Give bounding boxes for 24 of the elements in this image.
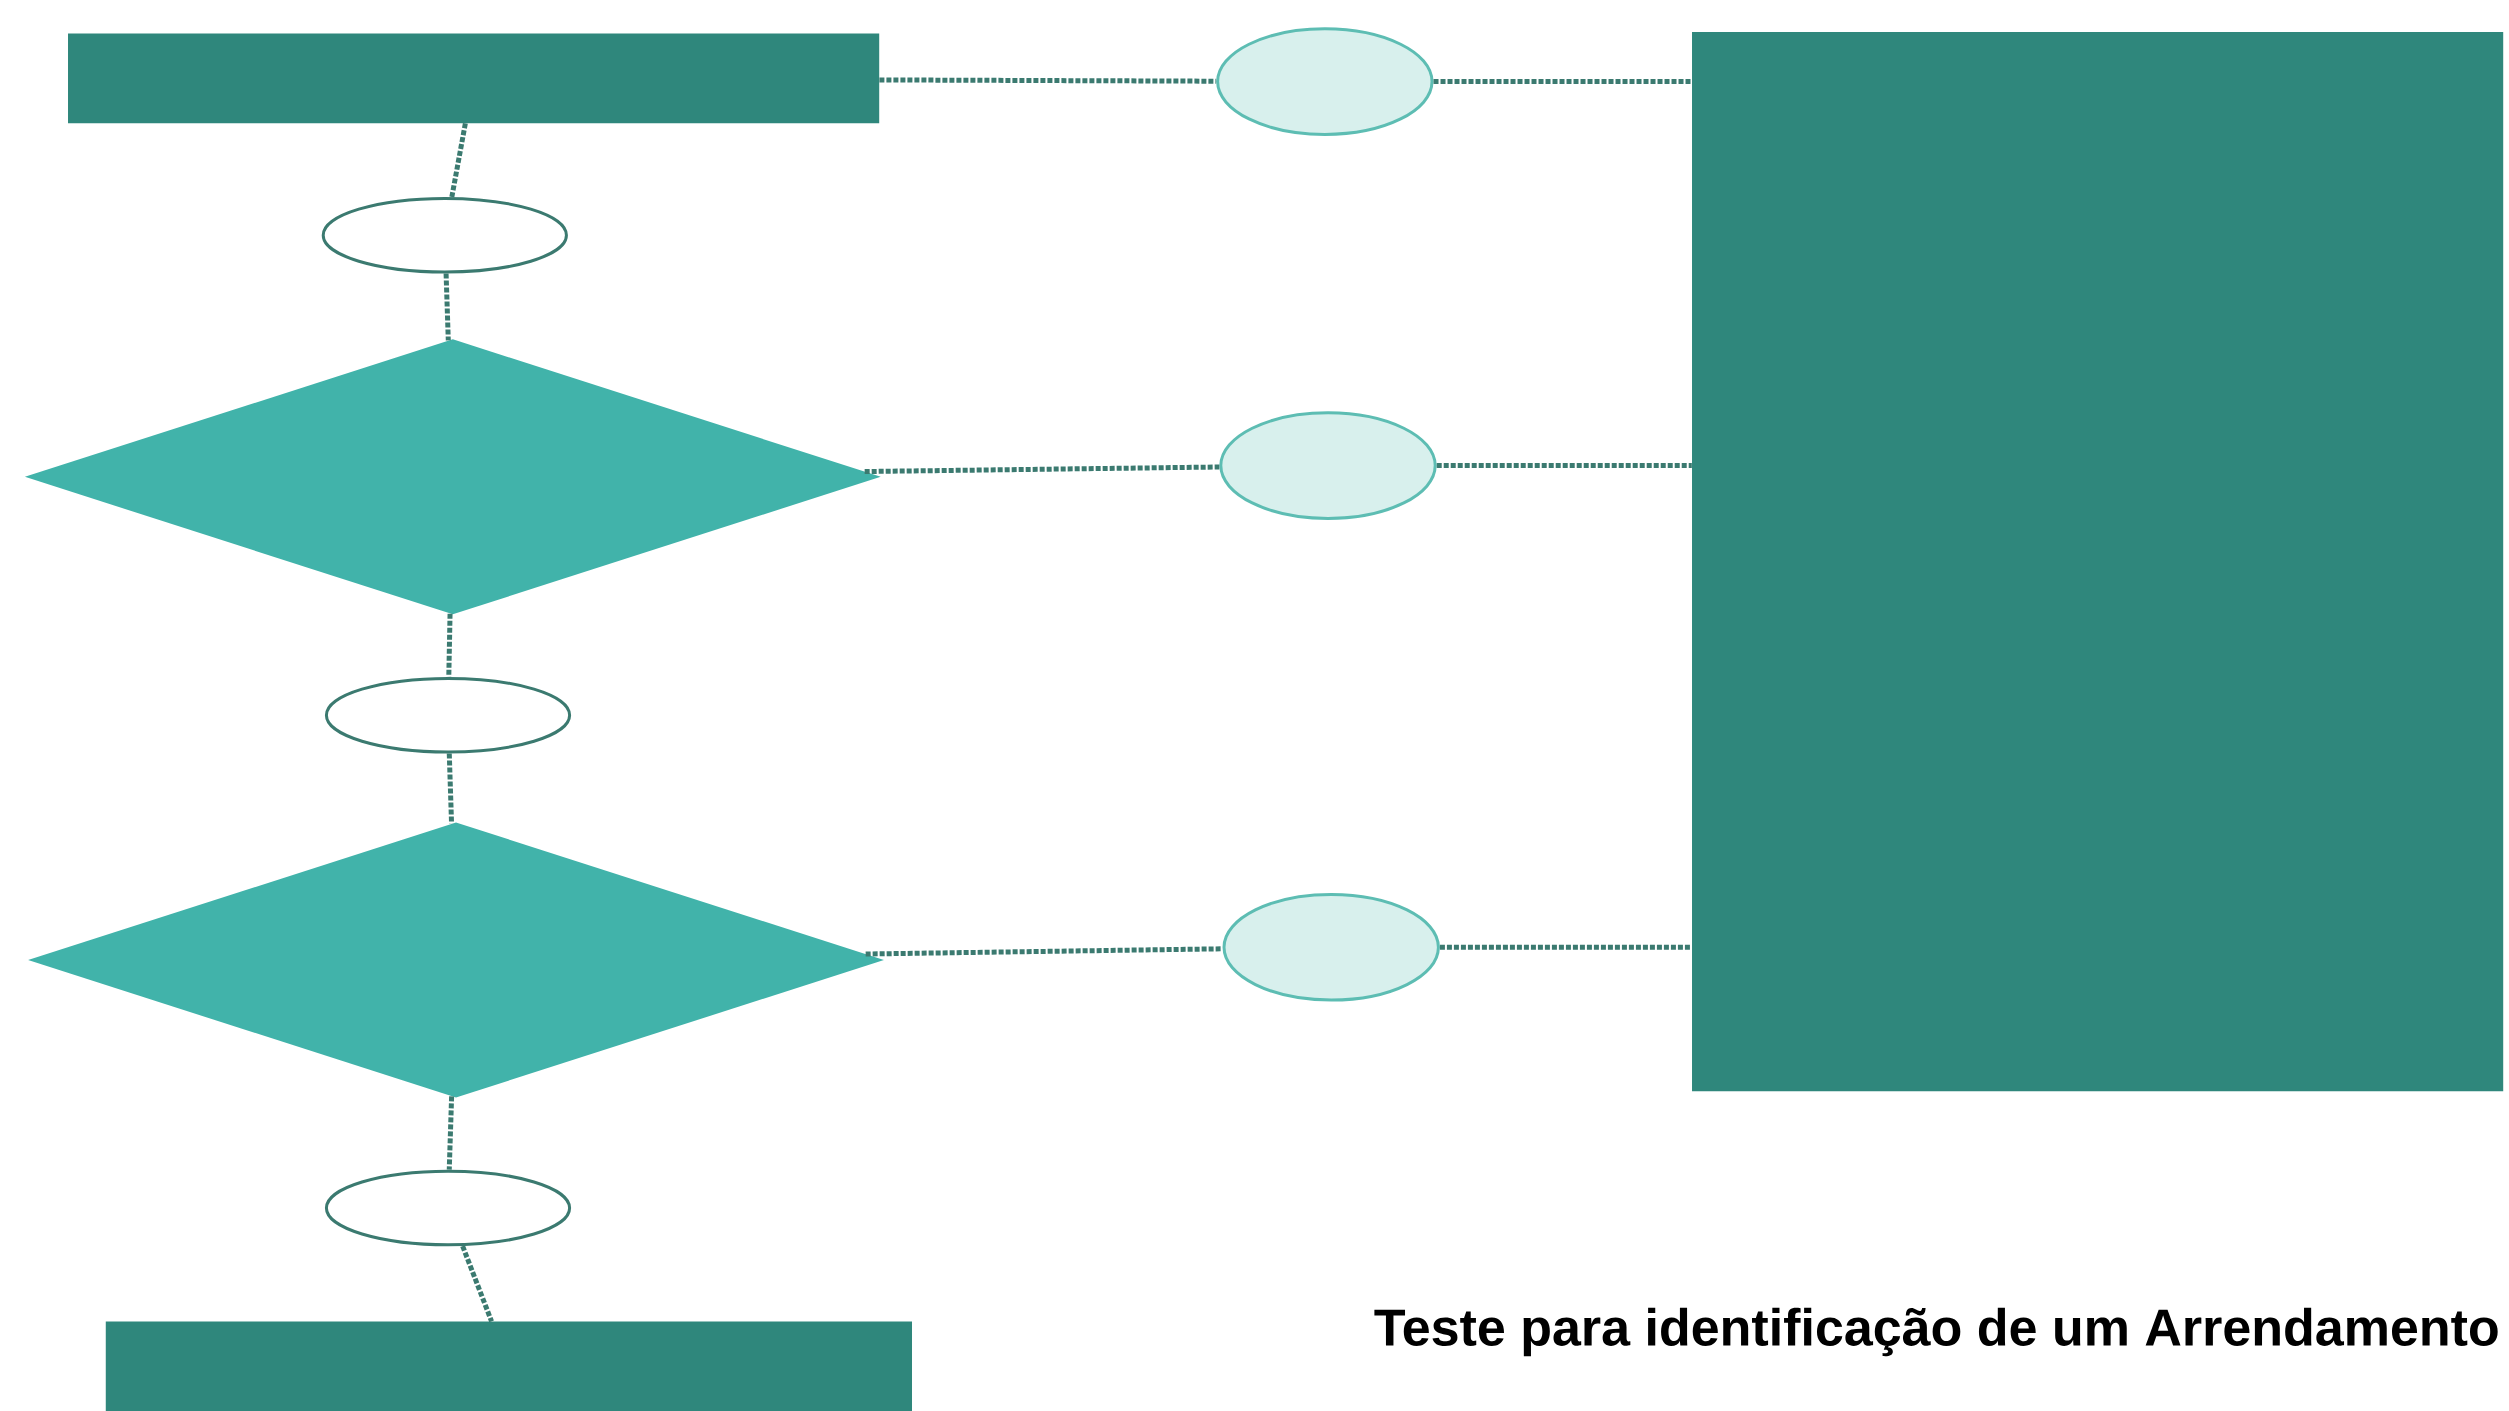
connector-line <box>446 613 453 677</box>
ellipse <box>324 1169 572 1247</box>
connector-line <box>1433 79 1692 85</box>
ellipse <box>1219 411 1437 520</box>
decision-diamond <box>24 339 881 615</box>
connector-line <box>449 122 468 198</box>
ellipse <box>321 196 568 274</box>
connector-line <box>460 1245 494 1323</box>
box <box>1692 32 2504 1092</box>
ellipse <box>1216 27 1434 136</box>
box <box>105 1321 912 1411</box>
ellipse <box>1222 892 1440 1002</box>
connector-line <box>443 273 451 341</box>
connector-line <box>1436 463 1692 469</box>
title: Teste para identificação de um Arrendamento <box>1374 1307 2498 1357</box>
decision-diamond <box>28 822 884 1098</box>
connector-line <box>446 753 455 824</box>
connector-line <box>1439 944 1692 950</box>
connector-line <box>446 1096 455 1170</box>
box <box>68 33 880 124</box>
connector-line <box>879 77 1217 84</box>
connector-line <box>864 464 1220 475</box>
ellipse <box>324 676 572 754</box>
connector-line <box>865 946 1223 957</box>
